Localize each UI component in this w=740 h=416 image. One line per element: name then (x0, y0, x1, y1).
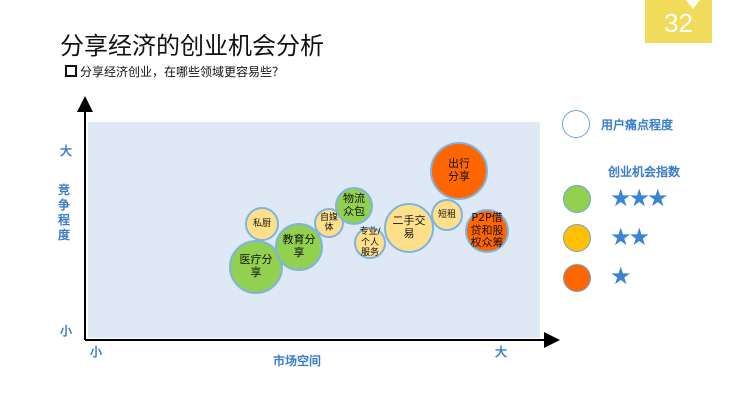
bubble: 教育分享 (275, 223, 323, 271)
bubble: 出行分享 (430, 142, 488, 200)
legend-stars-2: ★★ (610, 223, 650, 251)
bubble-label: 专业/个人服务 (359, 227, 381, 259)
bubble: 物流众包 (335, 187, 373, 225)
legend-green-circle (563, 185, 591, 213)
legend-stars-1: ★ (610, 262, 631, 290)
bullet-square-icon (65, 65, 77, 77)
bubble-label: 教育分享 (282, 233, 316, 259)
bubble-label: 短租 (437, 209, 456, 220)
bubble: 医疗分享 (229, 240, 283, 294)
bubble-label: 私厨 (252, 218, 271, 229)
legend-yellow-circle (563, 224, 591, 252)
slide-number-badge: 32 (645, 0, 712, 43)
legend-size-label: 用户痛点程度 (601, 118, 674, 132)
legend-stars-3: ★★★ (610, 184, 669, 212)
bubble: 专业/个人服务 (354, 227, 386, 259)
y-low-label: 小 (60, 324, 73, 338)
legend-size-circle (562, 110, 590, 138)
y-high-label: 大 (60, 144, 73, 158)
bubble: 短租 (431, 199, 463, 231)
badge-notch (686, 0, 700, 9)
subtitle: 分享经济创业，在哪些领域更容易些？ (80, 65, 285, 79)
x-high-label: 大 (495, 345, 508, 359)
bubble-label: 物流众包 (343, 192, 365, 218)
bubble-label: 医疗分享 (239, 253, 273, 279)
bubble-label: P2P借贷和股权众筹 (470, 211, 504, 250)
bubble-label: 二手交易 (392, 214, 426, 240)
y-axis-label: 竞争程度 (58, 183, 71, 242)
x-axis-label: 市场空间 (273, 354, 322, 368)
legend-color-title: 创业机会指数 (608, 165, 681, 179)
bubble: 私厨 (245, 207, 279, 241)
bubble: P2P借贷和股权众筹 (465, 209, 509, 253)
bubble: 二手交易 (384, 203, 434, 253)
legend-orange-circle (563, 264, 591, 292)
bubble-label: 出行分享 (448, 157, 470, 183)
x-low-label: 小 (90, 345, 103, 359)
bubble-label: 自媒体 (319, 212, 338, 233)
page-title: 分享经济的创业机会分析 (60, 32, 324, 60)
